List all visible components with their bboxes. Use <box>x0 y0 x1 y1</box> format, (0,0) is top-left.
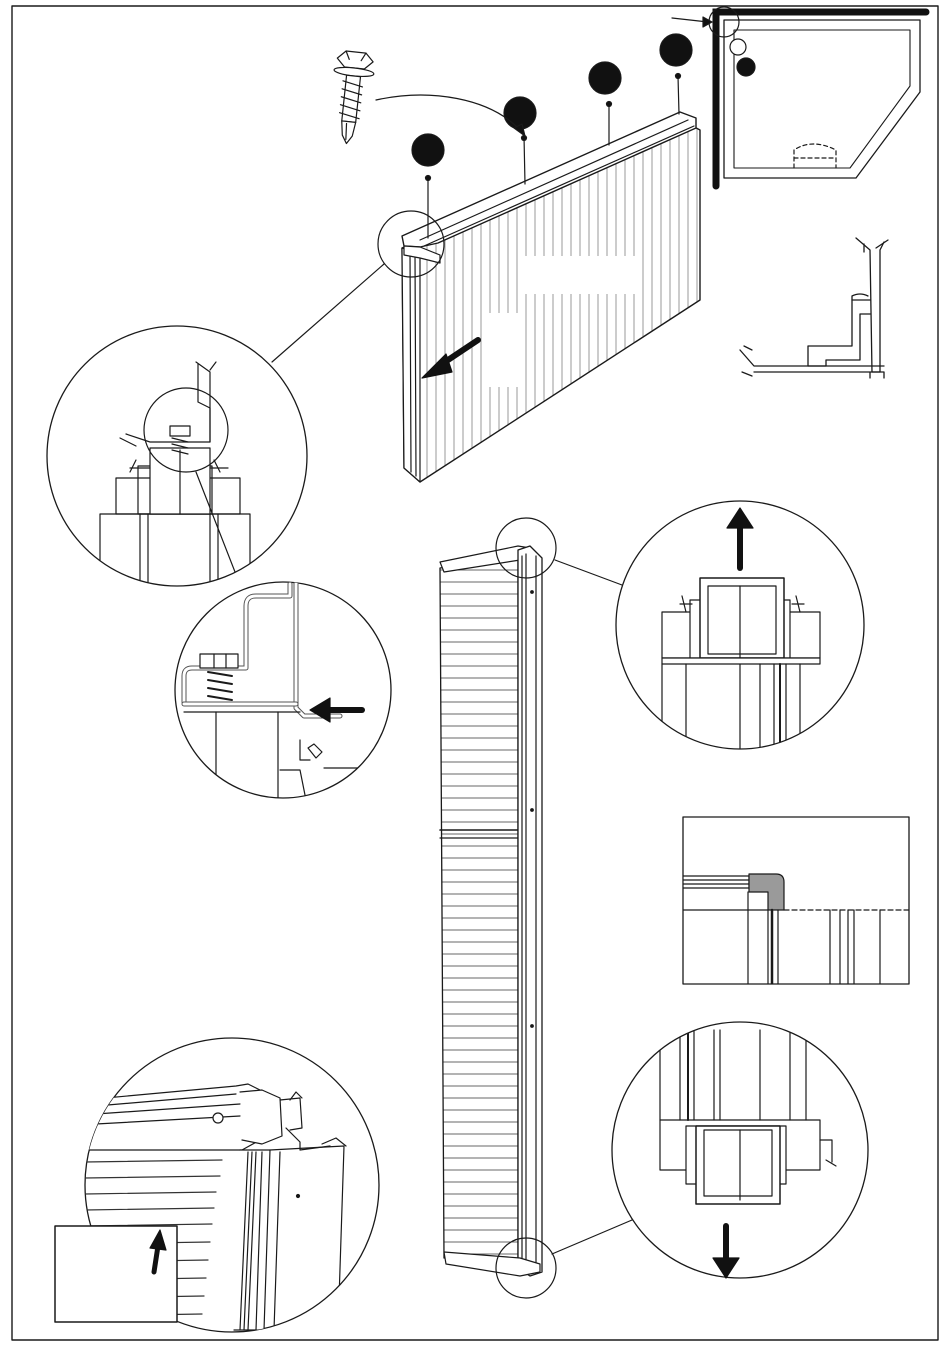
screw-2-icon <box>522 136 527 185</box>
screw-4-icon <box>676 74 681 115</box>
corner-badge <box>737 58 755 76</box>
step-badge-1 <box>412 134 444 166</box>
tall-panel-body <box>440 558 518 1262</box>
corner-profile-icon <box>740 238 888 378</box>
detail-circle-bottom-rail-drop <box>612 1022 868 1278</box>
detail-circle-top-left <box>47 326 307 614</box>
self-drilling-screw-icon <box>327 50 376 146</box>
panel-label-area <box>518 256 642 294</box>
detail-circle-top-rail-lift <box>616 501 864 760</box>
direction-label-box <box>55 1226 177 1322</box>
top-panel-group <box>272 34 700 482</box>
step-badge-3 <box>589 62 621 94</box>
lift-up-arrow-icon <box>727 508 753 568</box>
detail-box-profile-section <box>683 817 909 984</box>
bolt-head-icon <box>200 654 238 700</box>
detail-circle-profile-fastening <box>175 580 391 800</box>
step-badge-2 <box>504 97 536 129</box>
floor-plan-icon <box>672 7 926 186</box>
screw-indicator-arrow <box>376 95 520 130</box>
drop-down-arrow-icon <box>713 1226 739 1278</box>
tall-panel-group <box>440 518 632 1298</box>
screw-3-icon <box>607 102 612 146</box>
step-badge-4 <box>660 34 692 66</box>
